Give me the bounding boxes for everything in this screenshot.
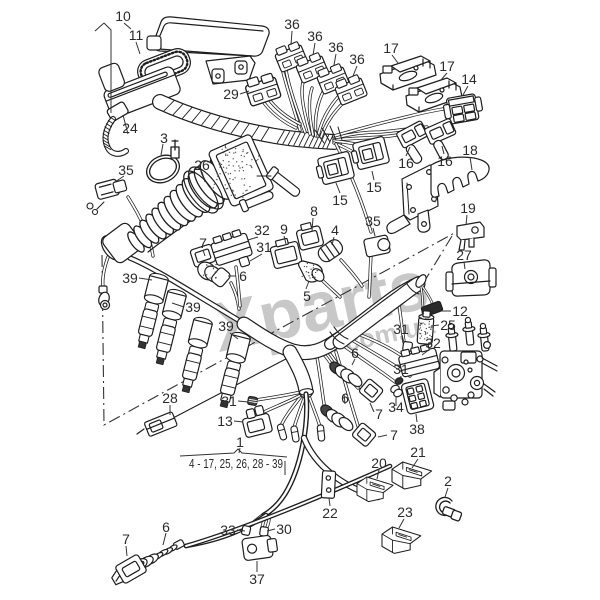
svg-text:36: 36 [284,16,300,32]
svg-text:4 - 17, 25, 26, 28 - 39: 4 - 17, 25, 26, 28 - 39 [189,457,283,471]
svg-text:18: 18 [462,142,478,158]
svg-text:13: 13 [217,413,233,429]
svg-text:35: 35 [118,162,134,178]
svg-text:11: 11 [129,27,144,43]
svg-text:7: 7 [375,406,383,422]
svg-text:4: 4 [331,222,339,238]
svg-text:17: 17 [439,58,455,74]
svg-text:15: 15 [366,179,382,195]
svg-text:6: 6 [162,519,170,535]
svg-text:35: 35 [365,213,381,229]
svg-text:20: 20 [371,455,387,471]
svg-text:34: 34 [388,399,404,415]
svg-text:15: 15 [332,192,348,208]
svg-text:23: 23 [397,504,413,520]
svg-text:36: 36 [307,28,323,44]
svg-text:22: 22 [322,505,338,521]
svg-text:31: 31 [256,239,272,255]
svg-text:3: 3 [160,130,168,146]
svg-text:31: 31 [393,361,409,377]
svg-text:6: 6 [351,345,359,361]
svg-text:31: 31 [221,393,237,409]
svg-text:10: 10 [115,8,131,24]
svg-text:27: 27 [456,247,472,263]
svg-text:7: 7 [390,427,398,443]
svg-text:29: 29 [223,86,239,102]
svg-text:6: 6 [341,390,349,406]
svg-text:36: 36 [328,39,344,55]
svg-text:39: 39 [218,318,234,334]
svg-text:26: 26 [194,157,210,173]
svg-text:32: 32 [254,222,270,238]
svg-text:38: 38 [409,421,425,437]
svg-text:36: 36 [349,51,365,67]
svg-text:7: 7 [122,531,130,547]
svg-text:8: 8 [310,203,318,219]
svg-text:5: 5 [303,288,311,304]
svg-text:31: 31 [393,321,409,337]
svg-text:7: 7 [199,235,207,251]
svg-text:39: 39 [122,270,138,286]
svg-text:21: 21 [410,444,426,460]
svg-text:30: 30 [276,521,292,537]
svg-text:17: 17 [383,40,399,56]
svg-text:33: 33 [220,522,236,538]
svg-text:2: 2 [444,473,452,489]
svg-text:6: 6 [239,268,247,284]
svg-text:25: 25 [440,317,456,333]
svg-text:1: 1 [236,434,244,450]
svg-text:9: 9 [280,221,288,237]
svg-text:37: 37 [249,571,265,587]
svg-text:32: 32 [425,335,441,351]
svg-text:28: 28 [162,390,178,406]
svg-text:19: 19 [460,200,476,216]
svg-text:16: 16 [398,155,414,171]
svg-text:14: 14 [461,71,477,87]
svg-text:39: 39 [185,299,201,315]
svg-text:16: 16 [437,153,453,169]
svg-text:24: 24 [122,120,138,136]
svg-text:12: 12 [452,303,468,319]
